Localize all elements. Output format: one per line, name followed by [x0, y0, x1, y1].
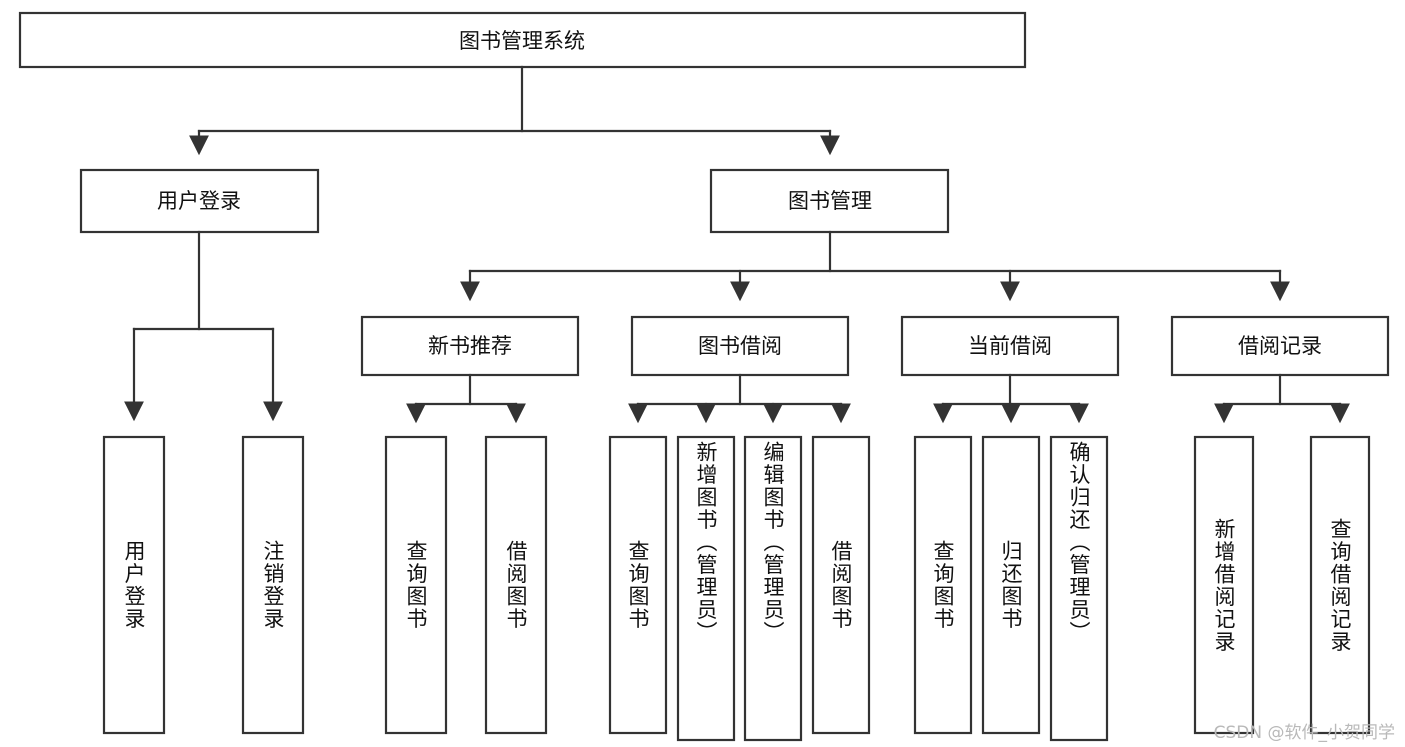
node-book-management[interactable]: 图书管理	[709, 168, 950, 234]
connector-book-management-to-level3	[460, 230, 1290, 302]
leaf-box-query-books-rec[interactable]	[384, 435, 448, 735]
connector-root-to-level2	[189, 65, 840, 156]
leaf-query-books-borrow-label: 查询图书	[626, 540, 651, 630]
leaf-query-books-current-label: 查询图书	[931, 540, 956, 630]
node-root-system-label: 图书管理系统	[459, 29, 585, 53]
leaf-add-borrow-record-label: 新增借阅记录	[1212, 517, 1237, 653]
leaf-edit-book-admin-label: 编辑图书（管理员）	[761, 441, 786, 644]
leaf-query-books-borrow[interactable]: 查询图书	[610, 437, 666, 733]
leaf-return-books[interactable]: 归还图书	[983, 437, 1039, 733]
leaf-query-borrow-record-label: 查询借阅记录	[1328, 517, 1353, 653]
leaf-box-query-borrow-record[interactable]	[1309, 435, 1371, 735]
leaf-boxes	[102, 435, 1371, 742]
node-borrow-record-box	[1170, 315, 1390, 377]
leaf-query-borrow-record[interactable]: 查询借阅记录	[1311, 437, 1369, 733]
node-current-borrow-label: 当前借阅	[968, 334, 1052, 358]
node-book-borrow-label: 图书借阅	[698, 334, 782, 358]
leaf-box-return-books[interactable]	[981, 435, 1041, 735]
leaf-edit-book-admin[interactable]: 编辑图书（管理员）	[745, 441, 801, 740]
node-borrow-record[interactable]: 借阅记录	[1170, 315, 1390, 377]
node-book-borrow-box	[630, 315, 850, 377]
leaf-borrow-books-borrow[interactable]: 借阅图书	[813, 437, 869, 733]
leaf-query-books-rec-label: 查询图书	[404, 540, 429, 630]
leaf-box-borrow-books-borrow[interactable]	[811, 435, 871, 735]
leaf-add-book-admin[interactable]: 新增图书（管理员）	[678, 441, 734, 740]
leaf-box-confirm-return-admin[interactable]	[1049, 435, 1109, 742]
node-borrow-record-label: 借阅记录	[1238, 334, 1322, 358]
leaf-logout[interactable]: 注销登录	[243, 437, 303, 733]
leaf-box-query-books-current[interactable]	[913, 435, 973, 735]
leaf-confirm-return-admin[interactable]: 确认归还（管理员）	[1051, 441, 1107, 740]
node-root-system-box	[18, 11, 1027, 69]
connector-borrow-record-to-leaves	[1214, 373, 1350, 424]
leaf-user-login[interactable]: 用户登录	[104, 437, 164, 733]
node-book-borrow[interactable]: 图书借阅	[630, 315, 850, 377]
leaf-borrow-books-borrow-label: 借阅图书	[829, 540, 854, 630]
connector-new-book-recommend-to-leaves	[406, 373, 526, 424]
leaf-box-logout[interactable]	[241, 435, 305, 735]
leaf-confirm-return-admin-label: 确认归还（管理员）	[1067, 441, 1092, 644]
leaf-query-books-rec[interactable]: 查询图书	[386, 437, 446, 733]
node-user-login-label: 用户登录	[157, 189, 241, 213]
connector-book-borrow-to-leaves	[628, 373, 851, 424]
connector-current-borrow-to-leaves	[933, 373, 1089, 424]
leaf-user-login-label: 用户登录	[122, 540, 147, 630]
node-book-management-label: 图书管理	[788, 189, 872, 213]
leaf-box-borrow-books-rec[interactable]	[484, 435, 548, 735]
leaf-box-add-borrow-record[interactable]	[1193, 435, 1255, 735]
leaf-box-query-books-borrow[interactable]	[608, 435, 668, 735]
leaf-query-books-current[interactable]: 查询图书	[915, 437, 971, 733]
leaf-box-user-login[interactable]	[102, 435, 166, 735]
leaf-add-borrow-record[interactable]: 新增借阅记录	[1195, 437, 1253, 733]
leaf-borrow-books-rec-label: 借阅图书	[504, 540, 529, 630]
node-new-book-recommend-label: 新书推荐	[428, 334, 512, 358]
node-root-system[interactable]: 图书管理系统	[18, 11, 1027, 69]
node-new-book-recommend[interactable]: 新书推荐	[360, 315, 580, 377]
leaf-add-book-admin-label: 新增图书（管理员）	[694, 441, 719, 644]
node-current-borrow[interactable]: 当前借阅	[900, 315, 1120, 377]
node-user-login-box	[79, 168, 320, 234]
leaf-box-edit-book-admin[interactable]	[743, 435, 803, 742]
connector-user-login-to-leaves	[124, 230, 283, 422]
leaf-borrow-books-rec[interactable]: 借阅图书	[486, 437, 546, 733]
watermark-text: CSDN @软件_小贺同学	[1213, 723, 1395, 743]
leaf-box-add-book-admin[interactable]	[676, 435, 736, 742]
leaf-return-books-label: 归还图书	[999, 540, 1024, 630]
leaf-logout-label: 注销登录	[261, 540, 286, 630]
node-new-book-recommend-box	[360, 315, 580, 377]
node-user-login[interactable]: 用户登录	[79, 168, 320, 234]
node-current-borrow-box	[900, 315, 1120, 377]
